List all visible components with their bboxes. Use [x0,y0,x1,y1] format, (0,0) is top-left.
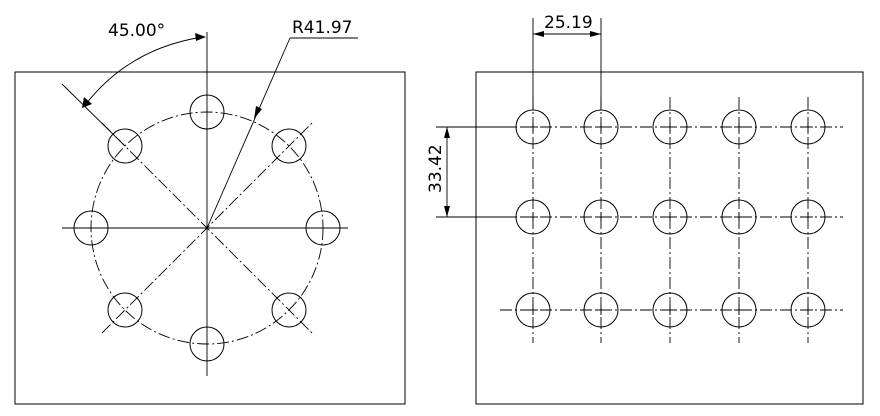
right-plate-outline [475,71,864,405]
h-pitch-arrowhead-left [533,31,544,37]
v-pitch-arrowhead-top [444,127,450,138]
radius-dimension-label: R41.97 [292,18,352,38]
angle-extension-line [61,83,126,147]
grid-holes [515,109,826,328]
grid-hole [652,199,688,235]
pitch-circle [90,111,324,345]
grid-hole [790,292,826,328]
grid-hole [790,199,826,235]
bolt-hole-top-right [271,128,307,164]
grid-hole [790,109,826,145]
grid-hole [721,109,757,145]
bolt-hole-top-left [107,128,143,164]
grid-hole [515,109,551,145]
grid-hole [721,199,757,235]
grid-hole [583,109,619,145]
bolt-hole-bottom-left [107,292,143,328]
grid-hole [652,292,688,328]
grid-hole [583,292,619,328]
hole-grid-view: 25.19 33.42 [426,13,864,405]
v-pitch-dimension-label: 33.42 [426,144,446,193]
angle-arrowhead-right [195,33,206,41]
bolt-hole-bottom [189,326,225,362]
bolt-hole-top [189,94,225,130]
angle-arrowhead-left [82,97,92,108]
radius-leader-line [206,37,291,229]
radius-arrowhead [254,106,262,119]
bolt-hole-left [73,210,109,246]
bolt-hole-right [305,210,341,246]
grid-hole [515,199,551,235]
angle-dimension-label: 45.00° [108,21,165,41]
bolt-hole-bottom-right [271,292,307,328]
h-pitch-dimension-label: 25.19 [544,13,593,33]
angle-dimension-arc [85,36,204,105]
grid-hole [583,199,619,235]
grid-hole [721,292,757,328]
h-pitch-arrowhead-right [590,31,601,37]
grid-hole [652,109,688,145]
grid-hole [515,292,551,328]
left-plate-outline [14,71,406,405]
bolt-circle-view: 45.00° R41.97 [14,18,406,405]
v-pitch-arrowhead-bottom [444,206,450,217]
